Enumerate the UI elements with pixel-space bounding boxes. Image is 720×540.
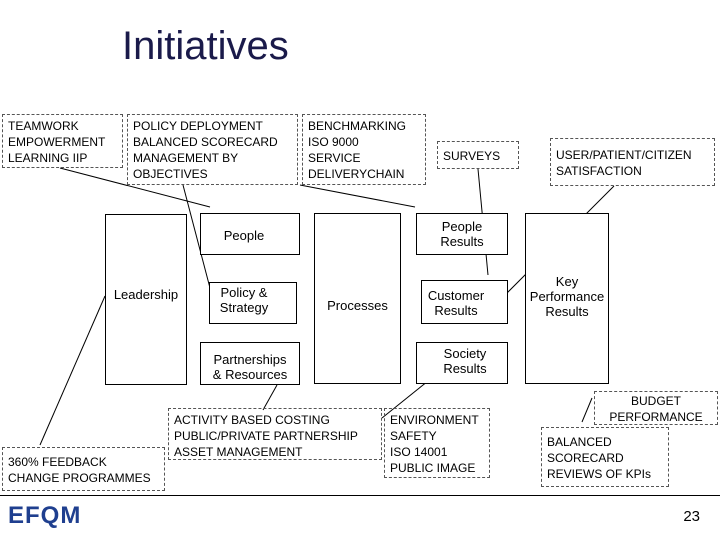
label-line: Performance bbox=[525, 289, 609, 304]
label-line: Policy & bbox=[209, 285, 279, 300]
initiative-balanced-scorecard: BALANCED SCORECARD REVIEWS OF KPIs bbox=[541, 427, 669, 487]
connector-abc-partnerships bbox=[263, 385, 277, 410]
partnerships-label: Partnerships & Resources bbox=[202, 352, 298, 382]
people-label: People bbox=[200, 228, 288, 243]
initiative-line: BALANCED bbox=[547, 434, 663, 450]
initiative-line: BENCHMARKING bbox=[308, 118, 420, 134]
initiative-line: MANAGEMENT BY bbox=[133, 150, 292, 166]
initiative-line: SURVEYS bbox=[443, 148, 513, 164]
initiative-feedback: 360% FEEDBACK CHANGE PROGRAMMES bbox=[2, 447, 165, 491]
initiative-line: ACTIVITY BASED COSTING bbox=[174, 412, 376, 428]
connector-leadership-feedback bbox=[40, 296, 105, 445]
initiative-line: SAFETY bbox=[390, 428, 484, 444]
connector-bench-processes bbox=[300, 185, 415, 207]
label-line: Results bbox=[423, 361, 507, 376]
initiative-line: CHANGE PROGRAMMES bbox=[8, 470, 159, 486]
label-line: Results bbox=[416, 234, 508, 249]
initiative-line: ASSET MANAGEMENT bbox=[174, 444, 376, 460]
label-line: Customer bbox=[419, 288, 493, 303]
initiative-line: BALANCED SCORECARD bbox=[133, 134, 292, 150]
initiative-benchmarking: BENCHMARKING ISO 9000 SERVICE DELIVERYCH… bbox=[302, 114, 426, 185]
initiative-line: SATISFACTION bbox=[556, 163, 709, 179]
page-number: 23 bbox=[660, 508, 700, 525]
label-line: Results bbox=[525, 304, 609, 319]
connector-budget-scorecard bbox=[582, 398, 592, 422]
label-line: Results bbox=[419, 303, 493, 318]
initiative-line: OBJECTIVES bbox=[133, 166, 292, 182]
initiative-line: PUBLIC/PRIVATE PARTNERSHIP bbox=[174, 428, 376, 444]
initiative-line: 360% FEEDBACK bbox=[8, 454, 159, 470]
label-line: & Resources bbox=[202, 367, 298, 382]
people-results-label: People Results bbox=[416, 219, 508, 249]
label-line: Partnerships bbox=[202, 352, 298, 367]
initiative-line: ISO 14001 bbox=[390, 444, 484, 460]
initiative-line: PERFORMANCE bbox=[598, 409, 714, 425]
leadership-label: Leadership bbox=[105, 287, 187, 302]
initiative-surveys: SURVEYS bbox=[437, 141, 519, 169]
customer-results-label: Customer Results bbox=[419, 288, 493, 318]
key-performance-results-label: Key Performance Results bbox=[525, 274, 609, 319]
initiative-line: USER/PATIENT/CITIZEN bbox=[556, 147, 709, 163]
label-line: People bbox=[416, 219, 508, 234]
footer-divider bbox=[0, 495, 720, 496]
efqm-logo: EFQM bbox=[8, 502, 81, 530]
initiative-line: TEAMWORK bbox=[8, 118, 117, 134]
label-line: Strategy bbox=[209, 300, 279, 315]
initiative-budget: BUDGET PERFORMANCE bbox=[594, 391, 718, 425]
initiative-line: POLICY DEPLOYMENT bbox=[133, 118, 292, 134]
initiative-line: LEARNING IIP bbox=[8, 150, 117, 166]
initiative-activity-costing: ACTIVITY BASED COSTING PUBLIC/PRIVATE PA… bbox=[168, 408, 382, 460]
initiative-line: REVIEWS OF KPIs bbox=[547, 466, 663, 482]
initiative-line: ENVIRONMENT bbox=[390, 412, 484, 428]
initiative-line: SERVICE bbox=[308, 150, 420, 166]
processes-label: Processes bbox=[314, 298, 401, 313]
initiative-line: EMPOWERMENT bbox=[8, 134, 117, 150]
initiative-line: SCORECARD bbox=[547, 450, 663, 466]
initiative-user-satisfaction: USER/PATIENT/CITIZEN SATISFACTION bbox=[550, 138, 715, 186]
initiative-line: BUDGET bbox=[598, 393, 714, 409]
initiative-line: ISO 9000 bbox=[308, 134, 420, 150]
label-line: Key bbox=[525, 274, 609, 289]
initiative-line: PUBLIC IMAGE bbox=[390, 460, 484, 476]
initiative-teamwork: TEAMWORK EMPOWERMENT LEARNING IIP bbox=[2, 114, 123, 168]
label-line: Society bbox=[423, 346, 507, 361]
page-title: Initiatives bbox=[122, 22, 289, 70]
initiative-line: DELIVERYCHAIN bbox=[308, 166, 420, 182]
initiative-policy-deployment: POLICY DEPLOYMENT BALANCED SCORECARD MAN… bbox=[127, 114, 298, 185]
society-results-label: Society Results bbox=[423, 346, 507, 376]
policy-strategy-label: Policy & Strategy bbox=[209, 285, 279, 315]
initiative-environment: ENVIRONMENT SAFETY ISO 14001 PUBLIC IMAG… bbox=[384, 408, 490, 478]
